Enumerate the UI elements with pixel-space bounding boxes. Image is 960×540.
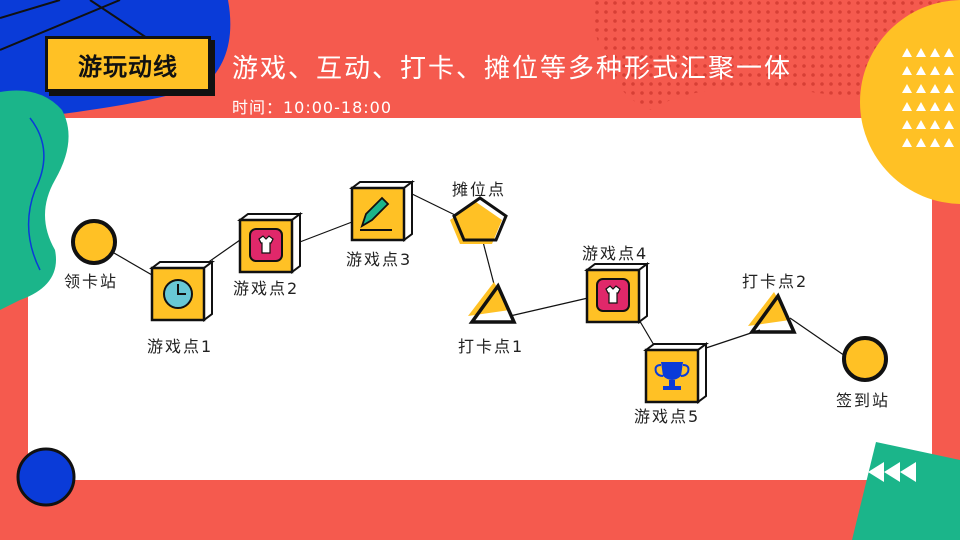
label-game-1: 游戏点1 bbox=[147, 337, 214, 356]
triangle-marker-icon bbox=[468, 282, 517, 324]
white-triangle bbox=[944, 66, 954, 75]
label-game-5: 游戏点5 bbox=[634, 407, 701, 426]
white-triangle bbox=[930, 120, 940, 129]
white-triangle bbox=[930, 84, 940, 93]
white-triangle-grid bbox=[902, 48, 954, 147]
edge-checkin2-signin bbox=[789, 317, 849, 359]
green-blob bbox=[0, 90, 69, 310]
white-triangle bbox=[916, 138, 926, 147]
white-triangle bbox=[902, 120, 912, 129]
white-triangle bbox=[902, 84, 912, 93]
white-triangle bbox=[916, 66, 926, 75]
label-card-station: 领卡站 bbox=[64, 272, 119, 291]
decor-curve bbox=[27, 117, 45, 271]
white-triangle bbox=[930, 102, 940, 111]
white-triangle bbox=[902, 138, 912, 147]
white-triangle bbox=[916, 102, 926, 111]
trophy-icon bbox=[654, 362, 690, 390]
label-game-4: 游戏点4 bbox=[582, 244, 649, 263]
label-booth: 摊位点 bbox=[452, 180, 507, 199]
white-triangle bbox=[944, 102, 954, 111]
node-game-2 bbox=[237, 212, 303, 274]
edge-checkin1-game4 bbox=[509, 297, 589, 317]
white-triangle bbox=[916, 120, 926, 129]
white-triangle bbox=[930, 48, 940, 57]
pentagon-marker-icon bbox=[452, 196, 508, 242]
node-card-station bbox=[71, 219, 117, 265]
edge-game3-booth bbox=[407, 191, 456, 216]
node-game-1 bbox=[149, 260, 215, 322]
white-triangle bbox=[916, 84, 926, 93]
white-triangle bbox=[944, 84, 954, 93]
triangle-marker-icon bbox=[748, 292, 797, 334]
label-game-2: 游戏点2 bbox=[233, 279, 300, 298]
blue-circle-decor bbox=[16, 447, 76, 507]
label-checkin-1: 打卡点1 bbox=[458, 337, 525, 356]
label-signin-station: 签到站 bbox=[836, 391, 891, 410]
node-booth bbox=[450, 196, 508, 244]
time-text: 时间：10:00-18:00 bbox=[232, 98, 392, 117]
tshirt-icon bbox=[596, 278, 630, 312]
fast-forward-icon bbox=[868, 462, 916, 482]
circle-marker-icon bbox=[71, 219, 117, 265]
white-triangle bbox=[944, 120, 954, 129]
page-title: 游玩动线 bbox=[45, 36, 211, 92]
white-triangle bbox=[902, 66, 912, 75]
clock-icon bbox=[163, 279, 193, 309]
white-triangle bbox=[930, 138, 940, 147]
label-game-3: 游戏点3 bbox=[346, 250, 413, 269]
node-signin-station bbox=[842, 336, 888, 382]
white-triangle bbox=[944, 138, 954, 147]
pencil-icon bbox=[360, 196, 392, 231]
white-triangle bbox=[930, 66, 940, 75]
node-checkin-2 bbox=[748, 292, 797, 334]
white-triangle bbox=[902, 48, 912, 57]
white-triangle bbox=[944, 48, 954, 57]
node-game-3 bbox=[349, 180, 415, 242]
node-game-4 bbox=[584, 262, 650, 324]
page-subtitle: 游戏、互动、打卡、摊位等多种形式汇聚一体 bbox=[232, 54, 793, 84]
node-checkin-1 bbox=[468, 282, 517, 324]
node-game-5 bbox=[643, 342, 709, 404]
circle-marker-icon bbox=[842, 336, 888, 382]
tshirt-icon bbox=[249, 228, 283, 262]
decor-lines bbox=[0, 0, 151, 51]
white-triangle bbox=[902, 102, 912, 111]
white-triangle bbox=[916, 48, 926, 57]
edge-booth-checkin1 bbox=[481, 237, 496, 289]
label-checkin-2: 打卡点2 bbox=[742, 272, 809, 291]
edge-game2-game3 bbox=[291, 221, 353, 246]
